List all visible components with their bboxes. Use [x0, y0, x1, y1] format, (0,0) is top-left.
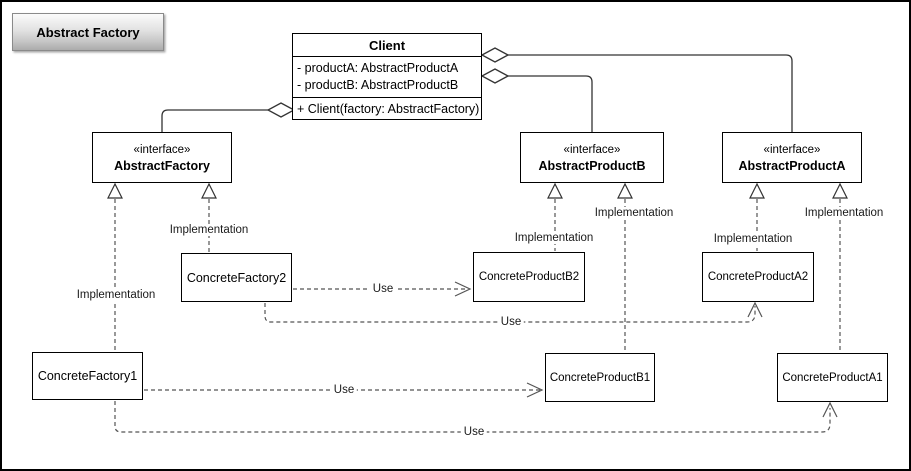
class-name: ConcreteProductA2 — [707, 271, 809, 283]
edge-label-implementation: Implementation — [710, 233, 796, 245]
class-concreteproducta2: ConcreteProductA2 — [702, 252, 814, 302]
class-name: ConcreteFactory1 — [37, 369, 138, 383]
aggregation-diamond-icon — [480, 47, 510, 63]
interface-name: AbstractProductB — [538, 158, 646, 173]
class-concretefactory2: ConcreteFactory2 — [181, 253, 292, 302]
edge-label-use: Use — [330, 384, 358, 396]
class-name: ConcreteFactory2 — [186, 270, 287, 285]
pattern-title: Abstract Factory — [36, 24, 140, 40]
open-arrowhead-icon — [526, 382, 544, 398]
aggregation-line-client-abstractfactory — [161, 109, 268, 133]
interface-abstractproducta: «interface» AbstractProductA — [722, 132, 862, 183]
realization-triangle-icon — [617, 182, 633, 199]
class-concreteproducta1: ConcreteProductA1 — [777, 353, 888, 402]
aggregation-line-client-abstractproductb — [508, 75, 593, 133]
open-arrowhead-icon — [454, 281, 472, 297]
stereotype-label: «interface» — [563, 143, 621, 156]
realization-triangle-icon — [107, 182, 123, 199]
interface-abstractfactory: «interface» AbstractFactory — [92, 132, 232, 183]
edge-label-implementation: Implementation — [801, 207, 887, 219]
attribute-producta: - productA: AbstractProductA — [297, 61, 459, 75]
interface-name: AbstractProductA — [738, 158, 846, 173]
class-client-methods: + Client(factory: AbstractFactory) — [293, 98, 481, 119]
edge-label-use: Use — [497, 316, 525, 328]
stereotype-label: «interface» — [133, 143, 191, 156]
class-client: Client - productA: AbstractProductA - pr… — [292, 33, 482, 120]
method-client-constructor: + Client(factory: AbstractFactory) — [297, 102, 480, 116]
class-client-name: Client — [293, 34, 481, 57]
realization-triangle-icon — [749, 182, 765, 199]
interface-name: AbstractFactory — [114, 158, 210, 173]
class-concreteproductb2: ConcreteProductB2 — [473, 252, 585, 302]
realization-triangle-icon — [547, 182, 563, 199]
aggregation-diamond-icon — [266, 102, 296, 118]
aggregation-line-client-abstractproducta — [508, 54, 793, 133]
edge-label-implementation: Implementation — [166, 224, 252, 236]
open-arrowhead-icon — [822, 401, 838, 418]
edge-label-implementation: Implementation — [511, 232, 597, 244]
edge-label-implementation: Implementation — [73, 289, 159, 301]
stereotype-label: «interface» — [763, 143, 821, 156]
use-line-cf1-cpa1 — [114, 401, 831, 433]
class-client-attributes: - productA: AbstractProductA - productB:… — [293, 57, 481, 98]
attribute-productb: - productB: AbstractProductB — [297, 78, 459, 92]
interface-abstractproductb: «interface» AbstractProductB — [520, 132, 664, 183]
realization-triangle-icon — [832, 182, 848, 199]
edge-label-use: Use — [460, 426, 488, 438]
edge-label-use: Use — [369, 283, 397, 295]
class-name: ConcreteProductB2 — [478, 271, 580, 283]
aggregation-diamond-icon — [480, 68, 510, 84]
class-concretefactory1: ConcreteFactory1 — [32, 352, 143, 400]
open-arrowhead-icon — [747, 301, 763, 318]
class-concreteproductb1: ConcreteProductB1 — [545, 353, 655, 402]
class-name: ConcreteProductA1 — [782, 371, 883, 384]
pattern-title-box: Abstract Factory — [12, 13, 164, 51]
edge-label-implementation: Implementation — [591, 207, 677, 219]
class-name: ConcreteProductB1 — [549, 371, 651, 384]
realization-triangle-icon — [201, 182, 217, 199]
